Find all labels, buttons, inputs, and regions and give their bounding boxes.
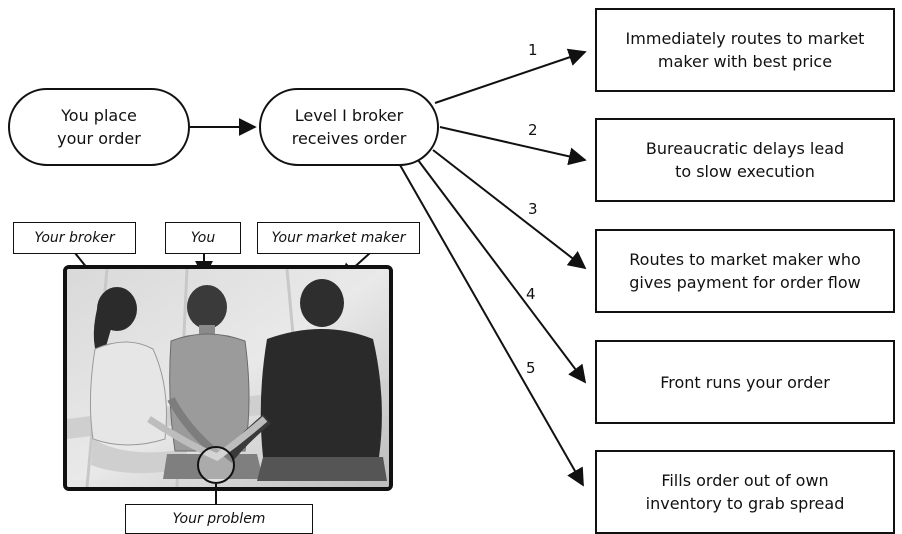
your-broker-label: Your broker <box>13 222 136 254</box>
broker-node: Level I broker receives order <box>259 88 439 166</box>
start-node-label: You place your order <box>57 106 141 148</box>
you-label: You <box>165 222 241 254</box>
arrow-outcome-1 <box>434 48 587 104</box>
your-problem-label: Your problem <box>125 504 313 534</box>
broker-figure <box>89 287 187 474</box>
outcome-5-number: 5 <box>526 359 536 377</box>
arrow-outcome-5 <box>399 164 584 487</box>
outcome-4-number: 4 <box>526 285 536 303</box>
arrow-outcome-3 <box>432 149 587 270</box>
outcome-2-number: 2 <box>528 121 538 139</box>
start-node: You place your order <box>8 88 190 166</box>
broker-node-label: Level I broker receives order <box>291 106 407 148</box>
outcome-2-box: Bureaucratic delays lead to slow executi… <box>595 118 895 202</box>
arrow-outcome-4 <box>417 159 587 384</box>
outcome-1-number: 1 <box>528 41 538 59</box>
problem-highlight-circle <box>197 446 235 484</box>
arrow-outcome-2 <box>439 126 587 166</box>
you-figure <box>163 285 263 479</box>
outcome-4-text: Front runs your order <box>660 372 830 392</box>
outcome-4-box: Front runs your order <box>595 340 895 424</box>
outcome-3-text: Routes to market maker who gives payment… <box>629 250 861 292</box>
outcome-5-text: Fills order out of own inventory to grab… <box>645 471 845 513</box>
outcome-3-number: 3 <box>528 200 538 218</box>
outcome-1-box: Immediately routes to market maker with … <box>595 8 895 92</box>
outcome-1-text: Immediately routes to market maker with … <box>625 29 865 71</box>
your-market-maker-label: Your market maker <box>257 222 420 254</box>
outcome-5-box: Fills order out of own inventory to grab… <box>595 450 895 534</box>
outcome-3-box: Routes to market maker who gives payment… <box>595 229 895 313</box>
outcome-2-text: Bureaucratic delays lead to slow executi… <box>645 139 845 181</box>
